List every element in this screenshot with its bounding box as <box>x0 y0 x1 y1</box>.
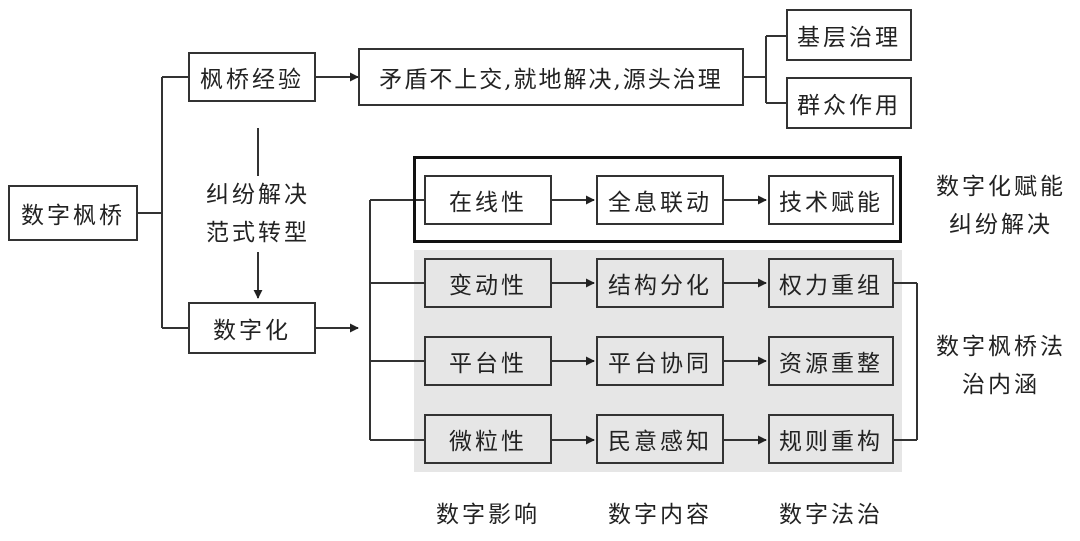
experience-box: 枫桥经验 <box>188 52 316 102</box>
row3-content-box: 平台协同 <box>596 336 724 386</box>
row3-rule-box: 资源重整 <box>768 336 894 386</box>
column-label-content: 数字内容 <box>592 496 728 534</box>
row1-influence-box: 在线性 <box>424 175 552 225</box>
empower-side-label: 数字化赋能 纠纷解决 <box>926 168 1076 246</box>
digitization-box: 数字化 <box>188 302 316 354</box>
row4-influence-box: 微粒性 <box>424 414 552 464</box>
empower-line-2: 纠纷解决 <box>949 212 1053 238</box>
column-label-rule-of-law: 数字法治 <box>763 496 899 534</box>
row2-content-box: 结构分化 <box>596 258 724 308</box>
row2-influence-box: 变动性 <box>424 258 552 308</box>
row2-rule-box: 权力重组 <box>768 258 894 308</box>
transition-line-1: 纠纷解决 <box>206 182 310 208</box>
connotation-side-label: 数字枫桥法 治内涵 <box>926 328 1076 406</box>
empower-frame <box>413 156 902 243</box>
row4-content-box: 民意感知 <box>596 414 724 464</box>
column-label-influence: 数字影响 <box>420 496 556 534</box>
branch-grassroots-box: 基层治理 <box>786 9 912 61</box>
empower-line-1: 数字化赋能 <box>936 174 1066 200</box>
row1-content-box: 全息联动 <box>596 175 724 225</box>
transition-line-2: 范式转型 <box>206 220 310 246</box>
branch-masses-box: 群众作用 <box>786 77 912 129</box>
transition-label: 纠纷解决 范式转型 <box>190 176 326 252</box>
connotation-line-2: 治内涵 <box>962 372 1040 398</box>
row3-influence-box: 平台性 <box>424 336 552 386</box>
connotation-line-1: 数字枫桥法 <box>936 334 1066 360</box>
principle-box: 矛盾不上交,就地解决,源头治理 <box>358 48 744 106</box>
root-box: 数字枫桥 <box>8 185 138 241</box>
row1-rule-box: 技术赋能 <box>768 175 894 225</box>
row4-rule-box: 规则重构 <box>768 414 894 464</box>
